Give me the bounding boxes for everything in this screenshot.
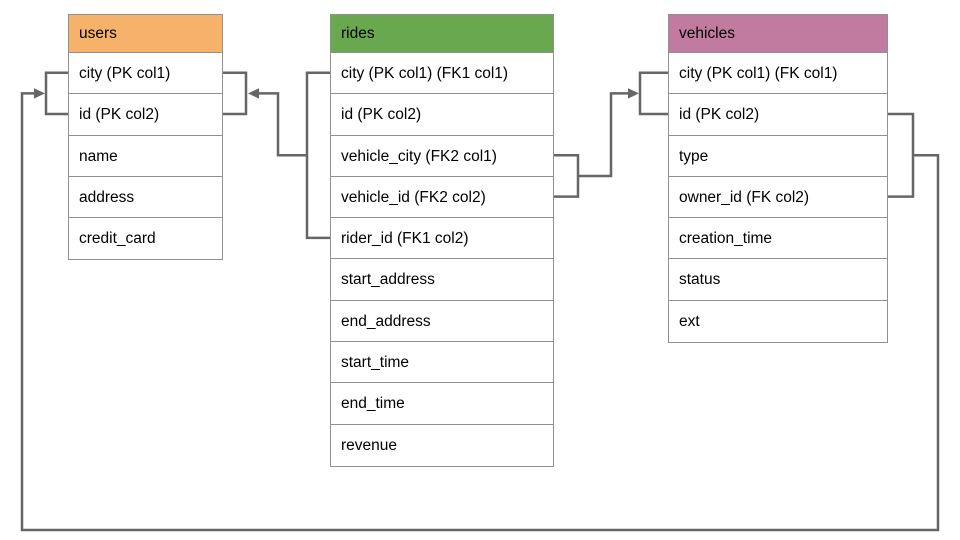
- table-row[interactable]: vehicle_id (FK2 col2): [331, 176, 553, 219]
- rides-right-bracket: [553, 154, 580, 198]
- table-row[interactable]: name: [69, 135, 222, 177]
- table-users[interactable]: users city (PK col1) id (PK col2) name a…: [68, 14, 223, 261]
- table-users-header[interactable]: users: [69, 15, 222, 53]
- table-users-title: users: [79, 25, 117, 42]
- table-vehicles[interactable]: vehicles city (PK col1) (FK col1) id (PK…: [668, 14, 888, 344]
- fk1-connector-rides-to-users: [222, 71, 330, 240]
- table-row[interactable]: start_address: [331, 259, 553, 301]
- table-vehicles-header[interactable]: vehicles: [669, 15, 887, 53]
- vehicles-right-bracket: [887, 112, 915, 198]
- table-row[interactable]: revenue: [331, 424, 553, 466]
- table-row[interactable]: status: [669, 259, 887, 301]
- table-row[interactable]: id (PK col2): [669, 94, 887, 136]
- table-row[interactable]: city (PK col1) (FK1 col1): [331, 53, 553, 95]
- fk2-arrowhead: [628, 88, 639, 99]
- table-rides-header[interactable]: rides: [331, 15, 553, 53]
- table-row[interactable]: owner_id (FK col2): [669, 176, 887, 219]
- table-vehicles-title: vehicles: [679, 25, 735, 42]
- table-rides-title: rides: [341, 25, 375, 42]
- table-row[interactable]: credit_card: [69, 218, 222, 260]
- table-row[interactable]: ext: [669, 300, 887, 343]
- table-row[interactable]: creation_time: [669, 218, 887, 260]
- fk1-link-line: [259, 92, 307, 157]
- table-row[interactable]: end_address: [331, 300, 553, 343]
- table-row[interactable]: end_time: [331, 383, 553, 425]
- table-row[interactable]: type: [669, 135, 887, 177]
- table-row[interactable]: start_time: [331, 342, 553, 384]
- table-row[interactable]: rider_id (FK1 col2): [331, 218, 553, 260]
- table-row[interactable]: id (PK col2): [69, 94, 222, 136]
- users-left-bracket: [44, 71, 68, 116]
- table-row[interactable]: city (PK col1) (FK col1): [669, 53, 887, 95]
- vehicles-left-bracket: [638, 71, 668, 116]
- fk2-link-line: [578, 92, 628, 178]
- fk-arrowhead: [34, 88, 45, 99]
- table-row[interactable]: address: [69, 176, 222, 219]
- table-rides[interactable]: rides city (PK col1) (FK1 col1) id (PK c…: [330, 14, 554, 467]
- rides-left-bracket: [305, 71, 330, 240]
- table-row[interactable]: city (PK col1): [69, 53, 222, 95]
- table-row[interactable]: id (PK col2): [331, 94, 553, 136]
- fk1-arrowhead: [248, 88, 259, 99]
- table-row[interactable]: vehicle_city (FK2 col1): [331, 135, 553, 177]
- fk2-connector-rides-to-vehicles: [553, 71, 668, 198]
- users-right-bracket: [222, 71, 248, 116]
